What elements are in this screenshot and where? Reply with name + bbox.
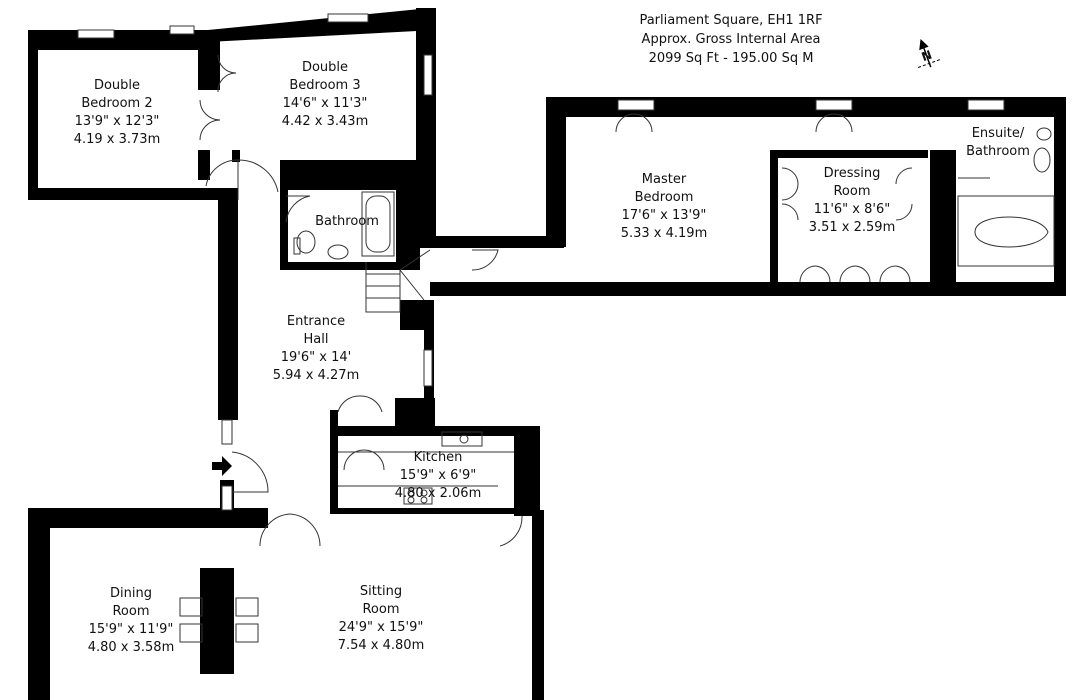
room-kitchen: Kitchen 15'9" x 6'9" 4.80 x 2.06m [395, 450, 482, 501]
room-bathroom: Bathroom [315, 214, 379, 229]
room-name: Double [94, 78, 140, 93]
room-imperial: 15'9" x 11'9" [89, 622, 174, 637]
room-name: Room [112, 604, 149, 619]
room-metric: 5.33 x 4.19m [621, 226, 708, 241]
room-name: Dressing [824, 166, 881, 181]
room-metric: 4.42 x 3.43m [282, 114, 369, 129]
room-sitting: Sitting Room 24'9" x 15'9" 7.54 x 4.80m [338, 584, 425, 653]
room-imperial: 24'9" x 15'9" [339, 620, 424, 635]
room-name: Ensuite/ [972, 126, 1025, 141]
room-name: Hall [304, 332, 329, 347]
room-imperial: 14'6" x 11'3" [283, 96, 368, 111]
room-metric: 4.19 x 3.73m [74, 132, 161, 147]
walls [28, 8, 1066, 700]
windows [77, 13, 1005, 511]
entrance-arrow-icon [212, 456, 232, 476]
room-name: Dining [110, 586, 152, 601]
doors [199, 54, 853, 547]
room-name: Room [833, 184, 870, 199]
room-entrance-hall: Entrance Hall 19'6" x 14' 5.94 x 4.27m [273, 314, 360, 383]
room-name: Bedroom 2 [81, 96, 152, 111]
address: Parliament Square, EH1 1RF [639, 13, 822, 28]
fixtures [179, 127, 1055, 643]
room-metric: 5.94 x 4.27m [273, 368, 360, 383]
plan-header: Parliament Square, EH1 1RF Approx. Gross… [639, 13, 822, 66]
room-imperial: 13'9" x 12'3" [75, 114, 160, 129]
room-imperial: 11'6" x 8'6" [814, 202, 890, 217]
room-metric: 7.54 x 4.80m [338, 638, 425, 653]
area-label: Approx. Gross Internal Area [642, 32, 821, 47]
room-imperial: 15'9" x 6'9" [400, 468, 476, 483]
room-name: Entrance [287, 314, 345, 329]
room-name: Master [642, 172, 687, 187]
room-name: Bedroom [635, 190, 694, 205]
room-name: Double [302, 60, 348, 75]
room-imperial: 19'6" x 14' [281, 350, 351, 365]
room-metric: 4.80 x 3.58m [88, 640, 175, 655]
room-imperial: 17'6" x 13'9" [622, 208, 707, 223]
north-arrow-icon: N [917, 38, 941, 68]
room-name: Bathroom [966, 144, 1030, 159]
room-metric: 4.80 x 2.06m [395, 486, 482, 501]
room-bedroom-3: Double Bedroom 3 14'6" x 11'3" 4.42 x 3.… [282, 60, 369, 129]
room-name: Bedroom 3 [289, 78, 360, 93]
room-name: Kitchen [414, 450, 463, 465]
area-value: 2099 Sq Ft - 195.00 Sq M [649, 51, 814, 66]
room-ensuite: Ensuite/ Bathroom [966, 126, 1030, 159]
room-master-bedroom: Master Bedroom 17'6" x 13'9" 5.33 x 4.19… [621, 172, 708, 241]
room-name: Room [362, 602, 399, 617]
room-dining: Dining Room 15'9" x 11'9" 4.80 x 3.58m [88, 586, 175, 655]
room-bedroom-2: Double Bedroom 2 13'9" x 12'3" 4.19 x 3.… [74, 78, 161, 147]
room-name: Sitting [360, 584, 402, 599]
room-name: Bathroom [315, 214, 379, 229]
compass-letter: N [920, 48, 934, 65]
room-dressing: Dressing Room 11'6" x 8'6" 3.51 x 2.59m [809, 166, 896, 235]
room-metric: 3.51 x 2.59m [809, 220, 896, 235]
